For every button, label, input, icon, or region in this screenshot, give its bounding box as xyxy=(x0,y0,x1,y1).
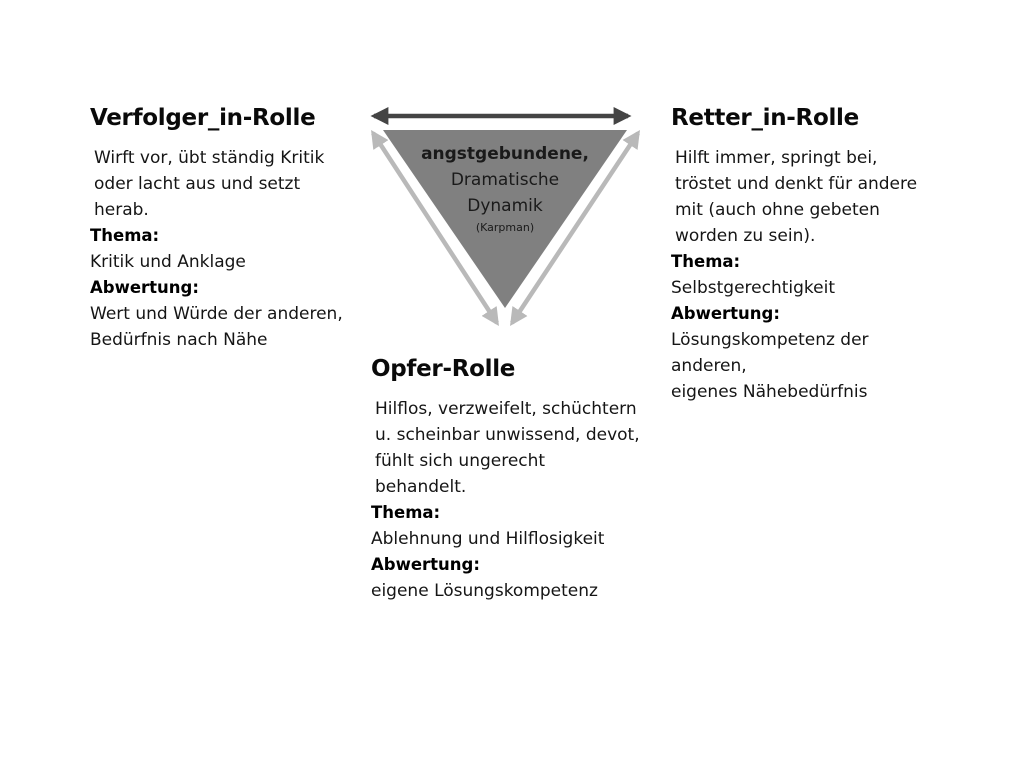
opfer-thema-value: Ablehnung und Hilflosigkeit xyxy=(371,529,605,549)
verfolger-title: Verfolger_in-Rolle xyxy=(90,105,316,131)
retter-description: Hilft immer, springt bei, tröstet und de… xyxy=(675,148,918,246)
verfolger-description: Wirft vor, übt ständig Kritik oder lacht… xyxy=(94,148,325,220)
opfer-abwertung-label: Abwertung: xyxy=(371,555,480,574)
center-line1: angstgebundene, xyxy=(421,144,589,164)
verfolger-thema-value: Kritik und Anklage xyxy=(90,252,246,272)
central-triangle xyxy=(383,130,627,308)
retter-thema-value: Selbstgerechtigkeit xyxy=(671,278,835,298)
left-side-arrow xyxy=(371,129,499,327)
opfer-block: Opfer-Rolle Hilflos, verzweifelt, schüch… xyxy=(371,356,671,604)
verfolger-abwertung-value: Wert und Würde der anderen, Bedürfnis na… xyxy=(90,304,343,350)
verfolger-block: Verfolger_in-Rolle Wirft vor, übt ständi… xyxy=(90,105,360,353)
opfer-abwertung-value: eigene Lösungskompetenz xyxy=(371,581,598,601)
center-line2: Dramatische xyxy=(451,170,559,190)
verfolger-abwertung-label: Abwertung: xyxy=(90,278,199,297)
opfer-thema-label: Thema: xyxy=(371,503,441,522)
retter-block: Retter_in-Rolle Hilft immer, springt bei… xyxy=(671,105,971,405)
retter-thema-label: Thema: xyxy=(671,252,741,271)
center-line3: Dynamik xyxy=(467,196,543,216)
center-source: (Karpman) xyxy=(476,221,534,234)
verfolger-thema-label: Thema: xyxy=(90,226,160,245)
retter-abwertung-label: Abwertung: xyxy=(671,304,780,323)
retter-title: Retter_in-Rolle xyxy=(671,105,859,131)
opfer-title: Opfer-Rolle xyxy=(371,356,516,382)
opfer-description: Hilflos, verzweifelt, schüchtern u. sche… xyxy=(375,399,640,497)
retter-abwertung-value: Lösungskompetenz der anderen, eigenes Nä… xyxy=(671,330,869,402)
right-side-arrow xyxy=(510,129,640,327)
